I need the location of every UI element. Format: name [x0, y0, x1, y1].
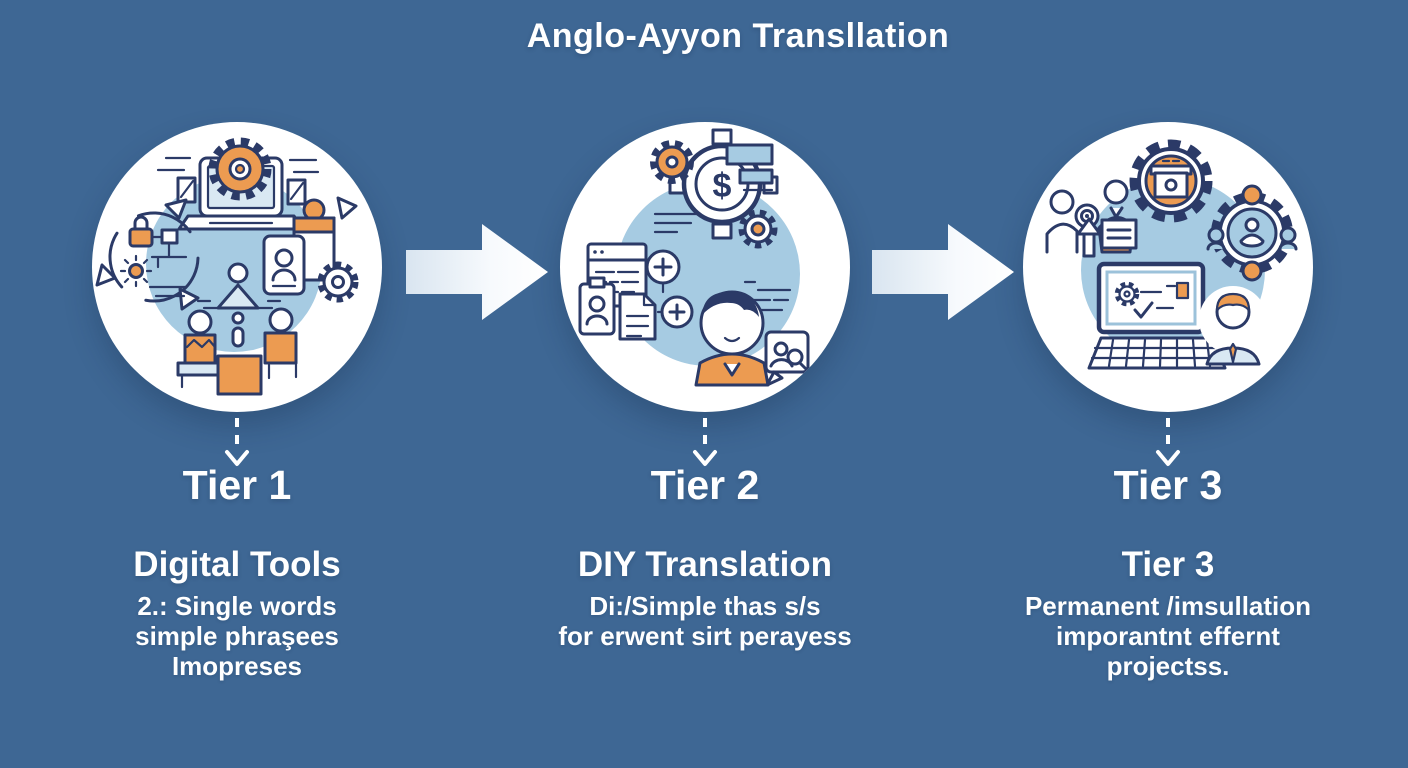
down-arrow-icon	[1156, 418, 1180, 466]
tag-labels-icon	[725, 143, 774, 192]
people-network-gear-icon	[1206, 184, 1298, 282]
stage-line: 2.: Single words	[137, 591, 337, 621]
stage-line: projectss.	[1106, 651, 1230, 681]
stage-heading: Tier 3	[1121, 545, 1215, 584]
laptop-gear-icon	[156, 137, 320, 231]
dollar-symbol: $	[713, 167, 732, 205]
support-person-icon	[1199, 286, 1267, 366]
person-icon	[694, 290, 770, 387]
flow-arrow-icon	[872, 224, 1014, 320]
stage-3-illustration	[1045, 139, 1298, 370]
stage-line: imporantnt effernt	[1056, 621, 1280, 651]
stage-1-circle	[92, 122, 382, 412]
calendar-gear-icon	[1129, 139, 1213, 223]
page-title: Anglo-Ayyon Transllation	[526, 17, 950, 55]
stage-1-text-column: Tier 1 Digital Tools 2.: Single words si…	[47, 462, 427, 681]
text-lines-icon	[653, 212, 701, 234]
stage-1-illustration	[95, 137, 359, 396]
stage-line: Imopreses	[171, 651, 303, 681]
team-meeting-icon	[176, 262, 298, 396]
stage-2-illustration: $	[578, 128, 810, 387]
stage-2-circle: $	[560, 122, 850, 412]
stage-2-text-column: Tier 2 DIY Translation Di:/Simple thas s…	[515, 462, 895, 651]
tier-label: Tier 2	[650, 462, 760, 508]
stage-description: Permanent /imsullation imporantnt effern…	[978, 591, 1358, 681]
flow-arrow-icon	[406, 224, 548, 320]
documents-merge-icon	[578, 242, 694, 341]
process-cycle-icon	[95, 198, 200, 311]
stage-3-circle	[1023, 122, 1313, 412]
team-review-icon	[1045, 179, 1138, 258]
stage-heading: Digital Tools	[133, 545, 341, 584]
stage-3-text-column: Tier 3 Tier 3 Permanent /imsullation imp…	[978, 462, 1358, 681]
stage-line: for erwent sirt perayess	[558, 621, 852, 651]
stage-line: Permanent /imsullation	[1024, 591, 1312, 621]
stage-line: Di:/Simple thas s/s	[589, 591, 821, 621]
tier-label: Tier 3	[1113, 462, 1223, 508]
id-badge-gear-icon	[262, 196, 359, 303]
chat-search-icon	[743, 280, 810, 387]
tier-label: Tier 1	[182, 462, 292, 508]
stage-description: Di:/Simple thas s/s for erwent sirt pera…	[515, 591, 895, 651]
stage-line: simple phraşees	[135, 621, 339, 651]
stage-heading: DIY Translation	[577, 545, 833, 584]
down-arrow-icon	[225, 418, 249, 466]
small-gear-icon	[738, 209, 778, 249]
orange-gear-icon	[650, 140, 694, 184]
computer-settings-icon	[1087, 261, 1227, 370]
down-arrow-icon	[693, 418, 717, 466]
stage-description: 2.: Single words simple phraşees Imopres…	[47, 591, 427, 681]
